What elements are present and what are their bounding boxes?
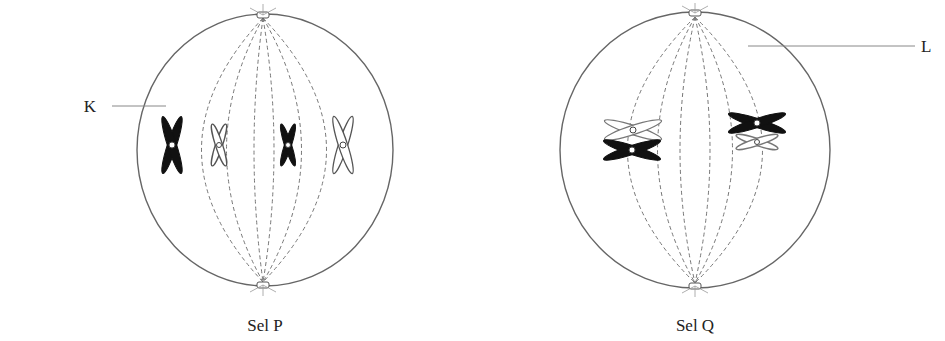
leader-line xyxy=(748,46,915,47)
leader-line xyxy=(112,106,166,107)
cell-caption: Sel P xyxy=(247,317,282,334)
part-label: L xyxy=(921,38,931,55)
cell-caption: Sel Q xyxy=(676,317,714,334)
cell-q xyxy=(560,3,915,297)
cell-p xyxy=(112,4,393,296)
part-label: K xyxy=(84,98,96,115)
